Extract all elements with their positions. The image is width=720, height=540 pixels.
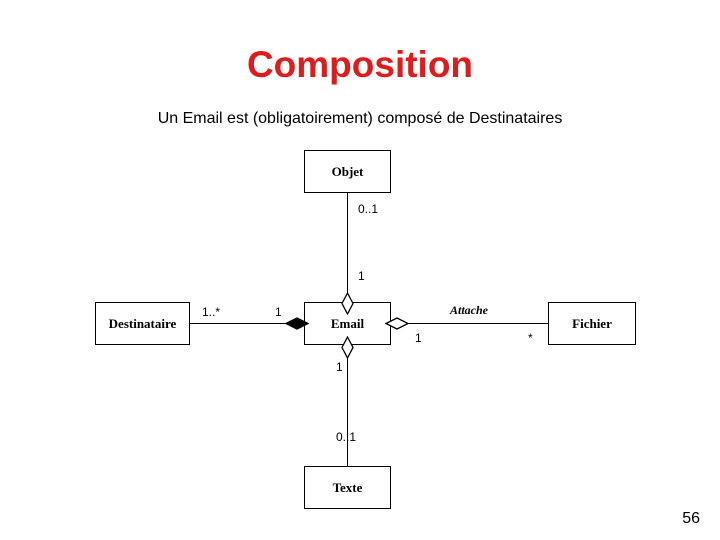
class-name-destinataire: Destinataire	[108, 315, 177, 331]
multiplicity-objet-email-source: 0..1	[358, 202, 379, 216]
association-name-attache: Attache	[450, 303, 488, 317]
page-number: 56	[682, 510, 700, 527]
association-line-email-texte	[347, 344, 348, 467]
class-name-fichier: Fichier	[572, 315, 612, 331]
multiplicity-email-fichier-source: 1	[415, 331, 422, 345]
class-box-destinataire[interactable]: Destinataire	[95, 302, 190, 345]
page-title: Composition	[246, 44, 474, 85]
aggregation-diamond-open-icon	[341, 292, 354, 315]
multiplicity-email-texte-target: 0..1	[336, 430, 357, 444]
multiplicity-objet-email-target: 1	[358, 269, 365, 283]
class-box-objet[interactable]: Objet	[304, 150, 391, 193]
multiplicity-email-fichier-target: *	[528, 331, 533, 345]
multiplicity-destinataire-email-source: 1..*	[202, 305, 221, 319]
class-name-texte: Texte	[332, 479, 363, 495]
composition-diamond-filled-icon	[285, 317, 309, 330]
class-box-texte[interactable]: Texte	[304, 466, 391, 509]
association-line-objet-email	[347, 192, 348, 304]
multiplicity-email-texte-source: 1	[336, 360, 343, 374]
class-name-email: Email	[330, 315, 365, 331]
slide-subtitle: Un Email est (obligatoirement) composé d…	[157, 110, 563, 127]
class-box-fichier[interactable]: Fichier	[548, 302, 636, 345]
association-line-email-fichier	[391, 323, 549, 324]
class-name-objet: Objet	[331, 163, 364, 179]
association-line-destinataire-email	[190, 323, 305, 324]
multiplicity-destinataire-email-target: 1	[275, 305, 282, 319]
aggregation-diamond-open-icon	[385, 317, 409, 330]
aggregation-diamond-open-icon	[341, 336, 354, 359]
